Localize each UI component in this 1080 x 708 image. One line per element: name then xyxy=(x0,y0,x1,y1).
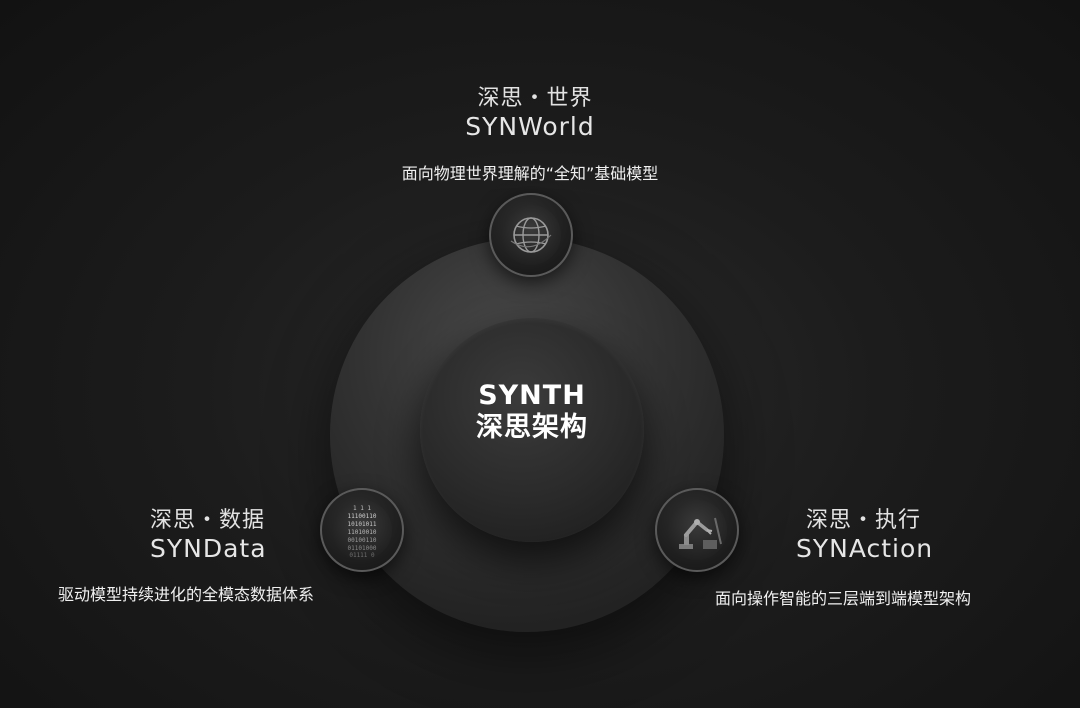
action-node-inner xyxy=(667,500,727,560)
binary-row: 00100110 xyxy=(348,537,377,544)
data-node: 1 1 1 11100110 10101011 11010010 0010011… xyxy=(320,488,404,572)
data-title-cn: 深思・数据 xyxy=(150,508,266,533)
binary-row: 01101000 xyxy=(348,545,377,552)
world-title-cn: 深思・世界 xyxy=(477,86,593,111)
data-title-en: SYNData xyxy=(150,534,267,563)
world-node xyxy=(489,193,573,277)
robot-arm-icon xyxy=(679,517,722,549)
world-title-en: SYNWorld xyxy=(465,112,595,141)
action-title-cn: 深思・执行 xyxy=(806,508,922,533)
binary-row: 01111 0 xyxy=(349,552,375,559)
center-title-line2: 深思架构 xyxy=(476,412,588,443)
center-title-line1: SYNTH xyxy=(478,380,586,411)
center-disk xyxy=(420,318,644,542)
binary-row: 11010010 xyxy=(348,529,377,536)
globe-icon xyxy=(510,217,552,253)
action-node xyxy=(655,488,739,572)
action-title-en: SYNAction xyxy=(796,534,934,563)
binary-row: 10101011 xyxy=(348,521,377,528)
binary-row: 11100110 xyxy=(348,513,377,520)
world-description: 面向物理世界理解的“全知”基础模型 xyxy=(401,164,659,183)
action-description: 面向操作智能的三层端到端模型架构 xyxy=(715,589,972,608)
data-description: 驱动模型持续进化的全模态数据体系 xyxy=(58,585,315,604)
binary-data-icon: 1 1 1 11100110 10101011 11010010 0010011… xyxy=(348,505,377,559)
center-title: SYNTH 深思架构 xyxy=(420,380,644,444)
binary-row: 1 1 1 xyxy=(353,505,371,512)
world-node-inner xyxy=(501,205,561,265)
data-node-inner: 1 1 1 11100110 10101011 11010010 0010011… xyxy=(332,500,392,560)
